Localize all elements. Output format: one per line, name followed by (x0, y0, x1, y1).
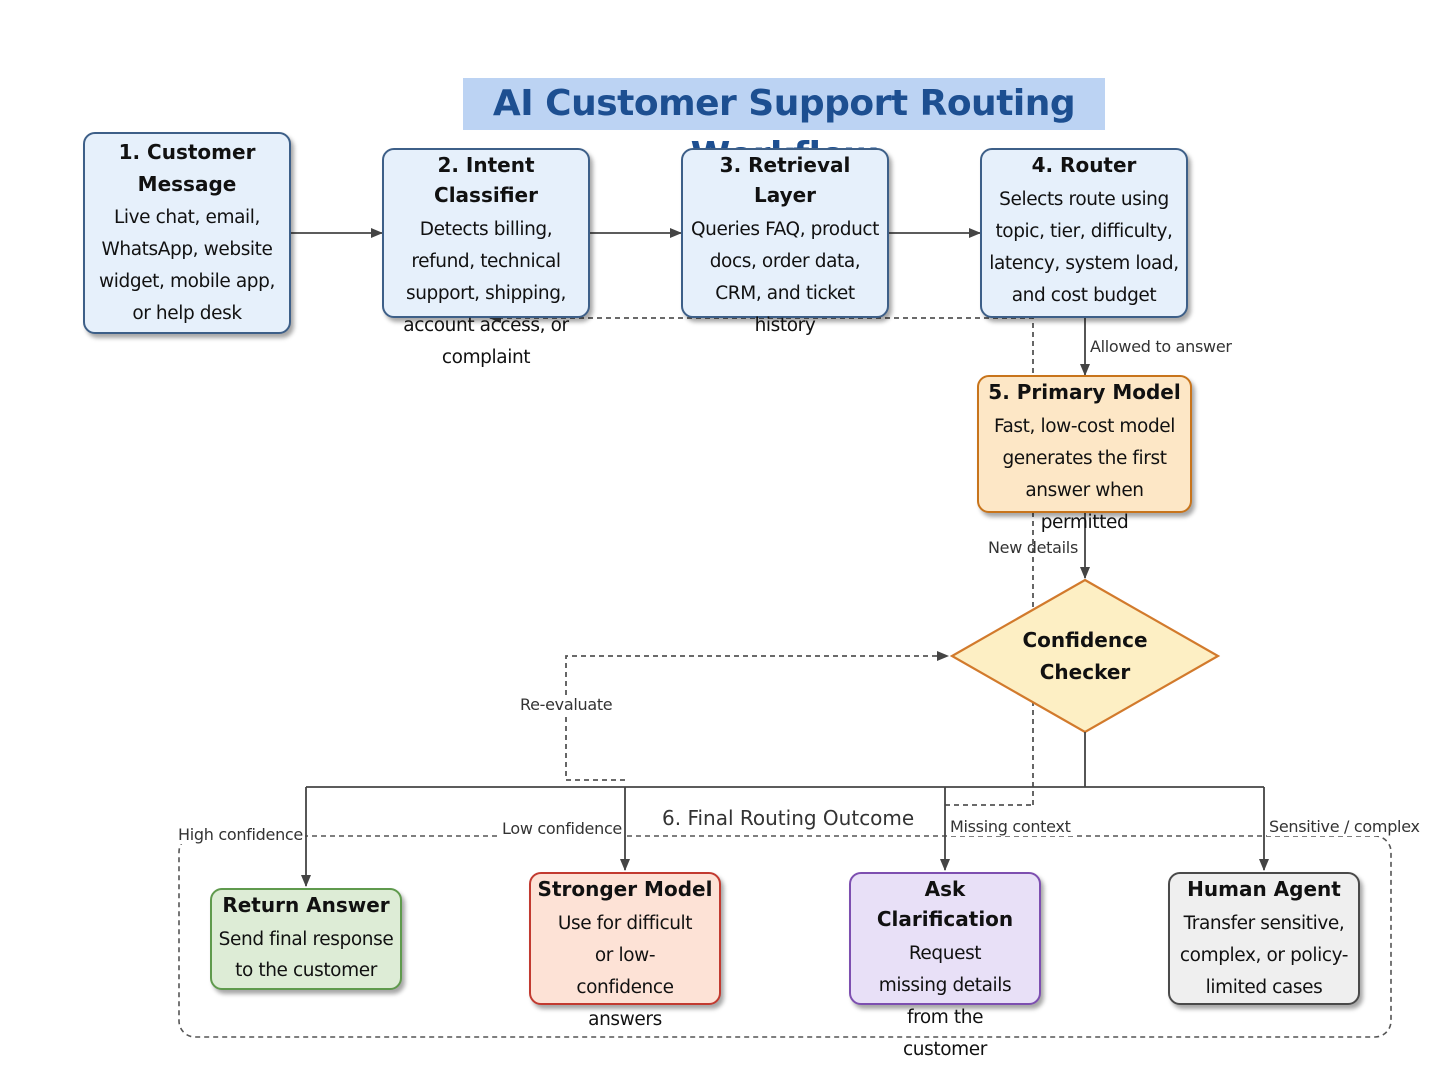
edge-label-missing: Missing context (948, 817, 1073, 836)
node-title: 3. Retrieval Layer (719, 153, 851, 207)
node-desc: Detects billing, refund, technical suppo… (403, 219, 569, 368)
diagram-title: AI Customer Support Routing Workflow (463, 78, 1105, 176)
node-desc: Queries FAQ, product docs, order data, C… (690, 219, 880, 336)
node-title: Stronger Model (537, 877, 713, 901)
final-outcome-title: 6. Final Routing Outcome (656, 806, 921, 830)
arrow-new-details-to-classifier (489, 313, 1034, 805)
node-ask-clarification: Ask Clarification Request missing detail… (849, 872, 1041, 1060)
node-primary-model: 5. Primary Model Fast, low-cost model ge… (977, 375, 1192, 533)
arrow-reevaluate-to-checker (565, 651, 949, 781)
node-title: 4. Router (1031, 153, 1137, 177)
node-title: Return Answer (222, 893, 390, 917)
node-desc: Selects route using topic, tier, difficu… (989, 189, 1179, 306)
node-desc: Fast, low-cost model generates the first… (993, 416, 1176, 533)
node-desc: Use for difficult or low-confidence answ… (557, 913, 693, 1030)
node-title: 2. Intent Classifier (434, 153, 538, 207)
edge-label-low: Low confidence (500, 819, 624, 838)
node-title: Ask Clarification (876, 877, 1014, 931)
edge-label-allowed: Allowed to answer (1088, 337, 1234, 356)
edge-label-new-details: New details (988, 538, 1078, 557)
node-desc: Transfer sensitive, complex, or policy-l… (1179, 913, 1349, 998)
node-intent-classifier: 2. Intent Classifier Detects billing, re… (382, 148, 590, 368)
edge-label-high: High confidence (176, 825, 305, 844)
node-router: 4. Router Selects route using topic, tie… (980, 148, 1188, 318)
node-customer-message: 1. Customer Message Live chat, email, Wh… (83, 132, 291, 334)
node-stronger-model: Stronger Model Use for difficult or low-… (529, 872, 721, 1030)
confidence-checker-label: Confidence Checker (1022, 628, 1148, 684)
edge-label-sensitive: Sensitive / complex (1267, 817, 1422, 836)
node-desc: Request missing details from the custome… (878, 943, 1012, 1060)
node-retrieval-layer: 3. Retrieval Layer Queries FAQ, product … (681, 148, 889, 336)
node-title: Human Agent (1187, 877, 1341, 901)
node-desc: Send final response to the customer (218, 929, 394, 981)
node-desc: Live chat, email, WhatsApp, website widg… (99, 207, 275, 324)
node-title: 1. Customer Message (118, 140, 256, 196)
node-title: 5. Primary Model (988, 380, 1181, 404)
node-return-answer: Return Answer Send final response to the… (210, 888, 402, 990)
node-human-agent: Human Agent Transfer sensitive, complex,… (1168, 872, 1360, 1005)
edge-label-reevaluate: Re-evaluate (518, 695, 615, 714)
